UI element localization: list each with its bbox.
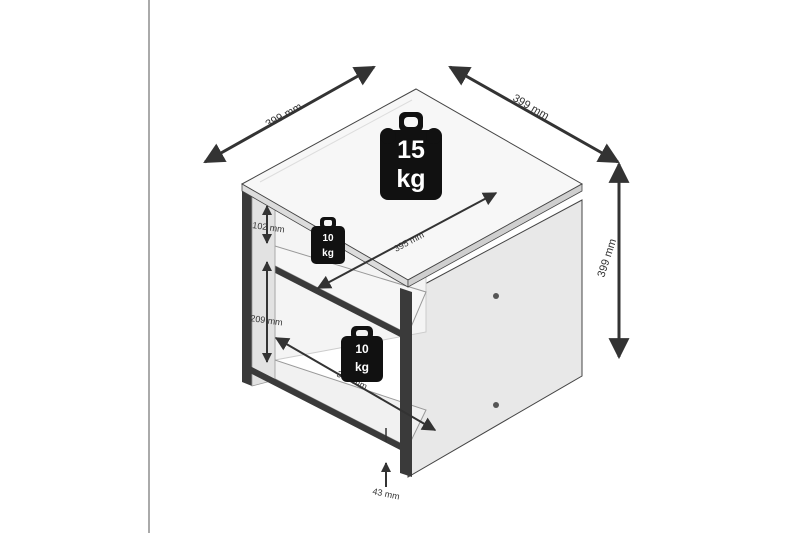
- top-depth-arrow: [448, 65, 620, 164]
- height-label: 399 mm: [595, 237, 619, 279]
- weight-lower-value: 10: [355, 342, 369, 356]
- side-dowel-top: [493, 293, 499, 299]
- top-width-label: 399 mm: [264, 101, 305, 131]
- inner-depth-lower-arrow: [274, 337, 437, 431]
- front-right-edge: [400, 288, 412, 477]
- weight-upper-value: 10: [322, 233, 334, 244]
- weight-icon-upper-shelf: 10 kg: [311, 217, 345, 264]
- side-dowel-bottom: [493, 402, 499, 408]
- middle-shelf-edge: [248, 252, 408, 341]
- left-side-panel: [242, 188, 252, 386]
- top-width-arrow: [203, 65, 376, 164]
- weight-top-unit: kg: [396, 165, 425, 193]
- lower-opening-label: 209 mm: [250, 313, 284, 327]
- weight-upper-unit: kg: [322, 248, 334, 259]
- weight-icon-lower-shelf: 10 kg: [341, 326, 383, 382]
- weight-icon-top: 15 kg: [380, 112, 442, 200]
- inner-depth-upper-arrow: [316, 192, 498, 289]
- foot-clearance-label: 43 mm: [372, 486, 401, 502]
- top-depth-label: 399 mm: [511, 92, 551, 122]
- weight-top-value: 15: [397, 136, 425, 164]
- upper-opening-label: 102 mm: [252, 220, 286, 234]
- weight-lower-unit: kg: [355, 360, 369, 374]
